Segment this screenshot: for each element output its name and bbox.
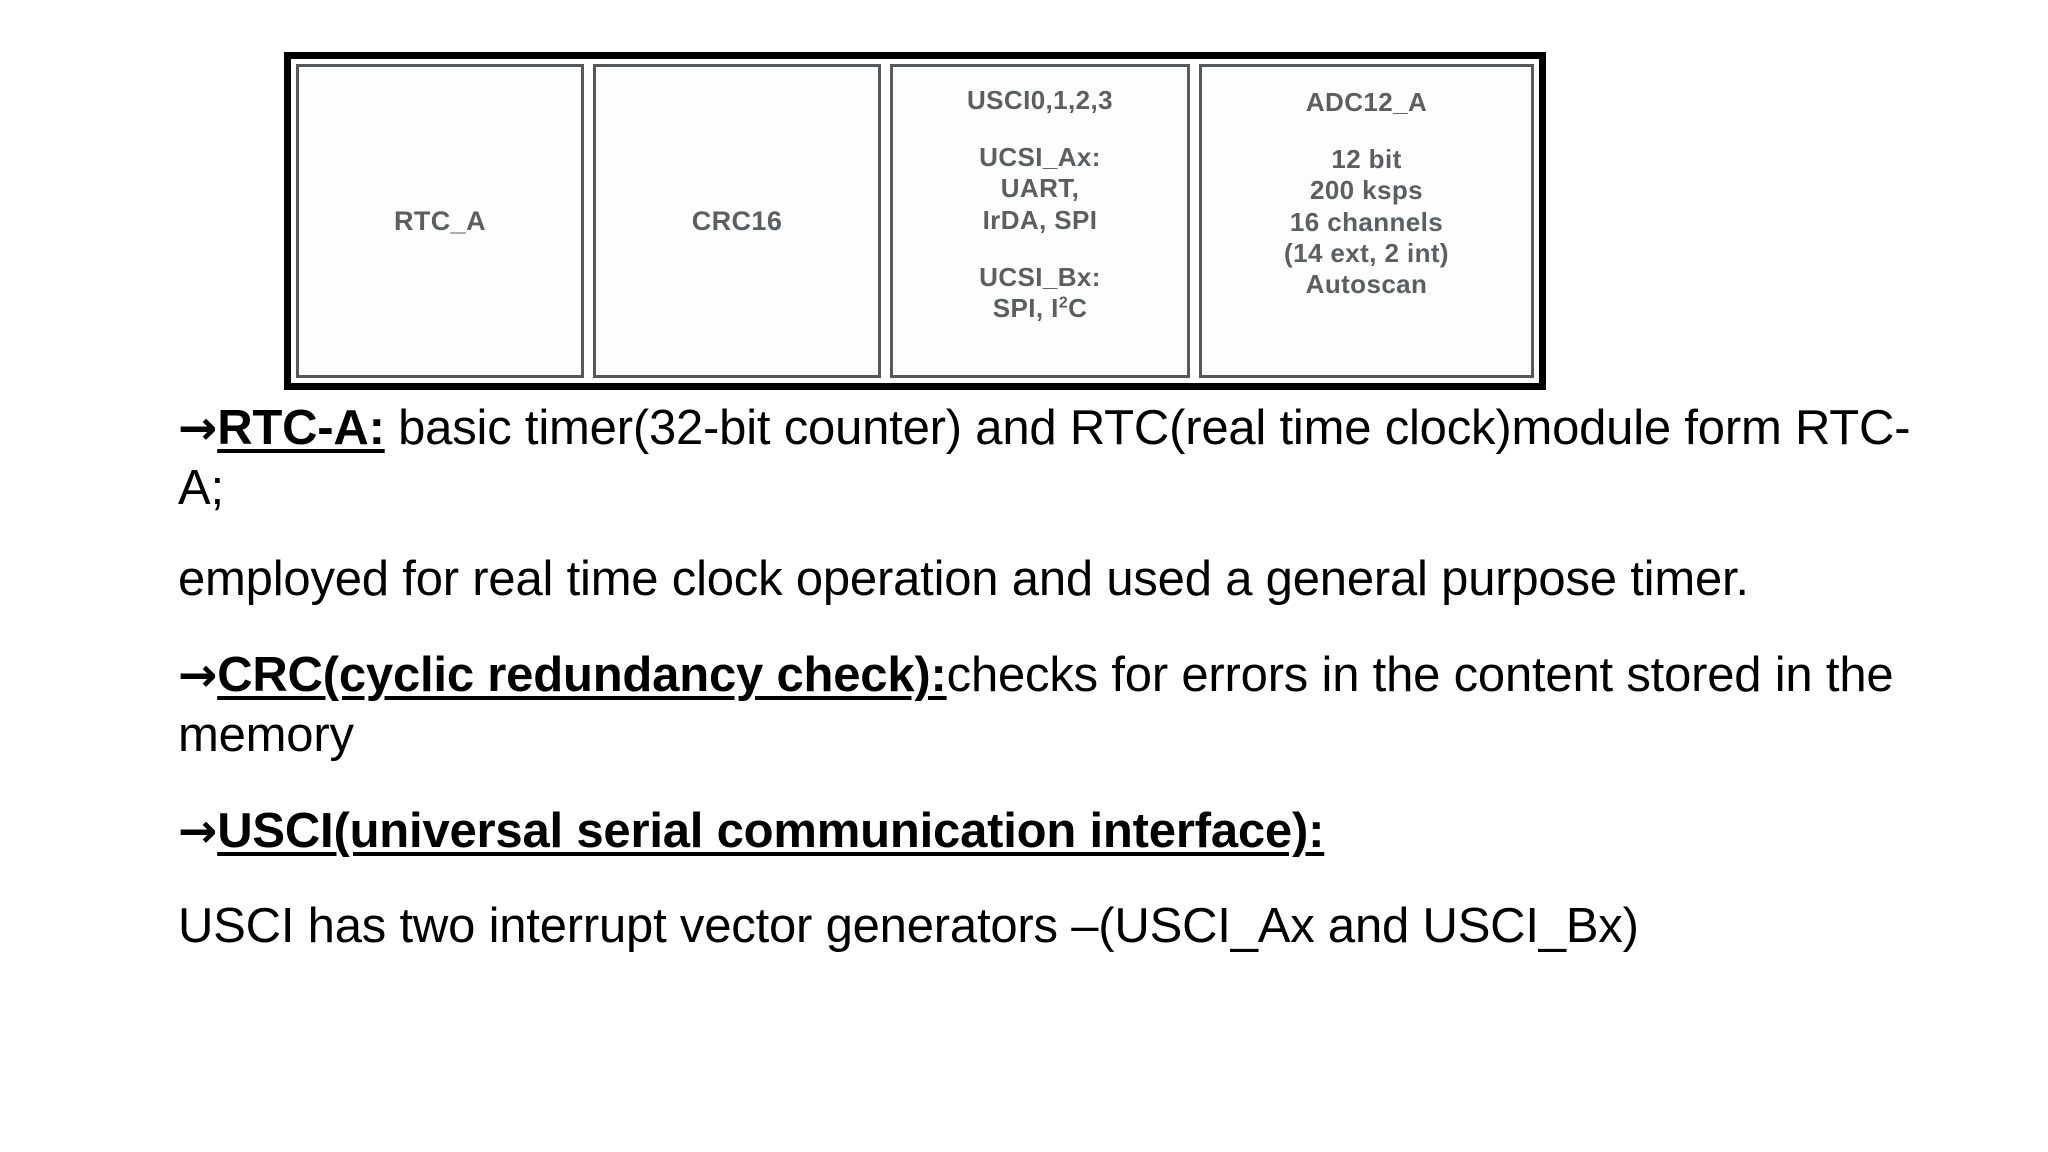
paragraph-rtc-a: →RTC-A: basic timer(32-bit counter) and … <box>178 398 1918 519</box>
arrow-icon: → <box>178 401 218 456</box>
block-adc-resolution: 12 bit <box>1331 144 1402 175</box>
paragraph-usci-detail-body: USCI has two interrupt vector generators… <box>178 898 1639 953</box>
paragraph-rtc-a-header: RTC-A: <box>217 401 385 455</box>
diagram-inner-frame: RTC_A CRC16 USCI0,1,2,3 UCSI_Ax: UART, I… <box>296 64 1534 378</box>
slide-body-text: →RTC-A: basic timer(32-bit counter) and … <box>178 398 1918 956</box>
block-usci: USCI0,1,2,3 UCSI_Ax: UART, IrDA, SPI UCS… <box>890 64 1190 378</box>
superscript-two: 2 <box>1058 293 1069 312</box>
block-usci-title: USCI0,1,2,3 <box>966 85 1114 115</box>
paragraph-crc: →CRC(cyclic redundancy check):checks for… <box>178 645 1918 766</box>
paragraph-rtc-a-body: basic timer(32-bit counter) and RTC(real… <box>178 401 1911 516</box>
block-usci-bx-label: UCSI_Bx: <box>979 261 1101 292</box>
block-usci-bx-spi-i2c: SPI, I2C <box>993 293 1088 324</box>
block-usci-bx-i2c-tail: C <box>1068 292 1088 323</box>
block-usci-ax-label: UCSI_Ax: <box>979 142 1101 173</box>
paragraph-rtc-a-detail-body: employed for real time clock operation a… <box>178 551 1749 606</box>
paragraph-usci-detail: USCI has two interrupt vector generators… <box>178 896 1918 956</box>
block-rtc-a-label: RTC_A <box>393 205 486 236</box>
block-adc-autoscan: Autoscan <box>1305 268 1428 299</box>
block-adc-channels: 16 channels <box>1289 206 1444 237</box>
paragraph-crc-body: checks for errors in the content stored … <box>178 647 1894 763</box>
block-rtc-a: RTC_A <box>296 64 584 378</box>
peripheral-block-diagram: RTC_A CRC16 USCI0,1,2,3 UCSI_Ax: UART, I… <box>284 52 1546 390</box>
paragraph-crc-header: CRC(cyclic redundancy check): <box>217 647 947 702</box>
block-usci-ax-irda-spi: IrDA, SPI <box>982 204 1098 235</box>
block-adc12-a-title: ADC12_A <box>1305 87 1428 117</box>
paragraph-usci-header-line: →USCI(universal serial communication int… <box>178 801 1918 861</box>
block-crc16: CRC16 <box>593 64 881 378</box>
arrow-icon: → <box>178 647 218 703</box>
paragraph-usci-header: USCI(universal serial communication inte… <box>217 804 1325 859</box>
block-crc16-label: CRC16 <box>691 205 783 236</box>
block-adc-sample-rate: 200 ksps <box>1309 175 1424 206</box>
block-usci-bx-spi-i2c-text: SPI, I <box>992 292 1059 323</box>
block-usci-ax-uart: UART, <box>1000 173 1080 204</box>
arrow-icon: → <box>178 804 218 860</box>
block-adc-channel-split: (14 ext, 2 int) <box>1284 237 1449 268</box>
paragraph-rtc-a-detail: employed for real time clock operation a… <box>178 549 1918 609</box>
block-adc12-a: ADC12_A 12 bit 200 ksps 16 channels (14 … <box>1199 64 1534 378</box>
